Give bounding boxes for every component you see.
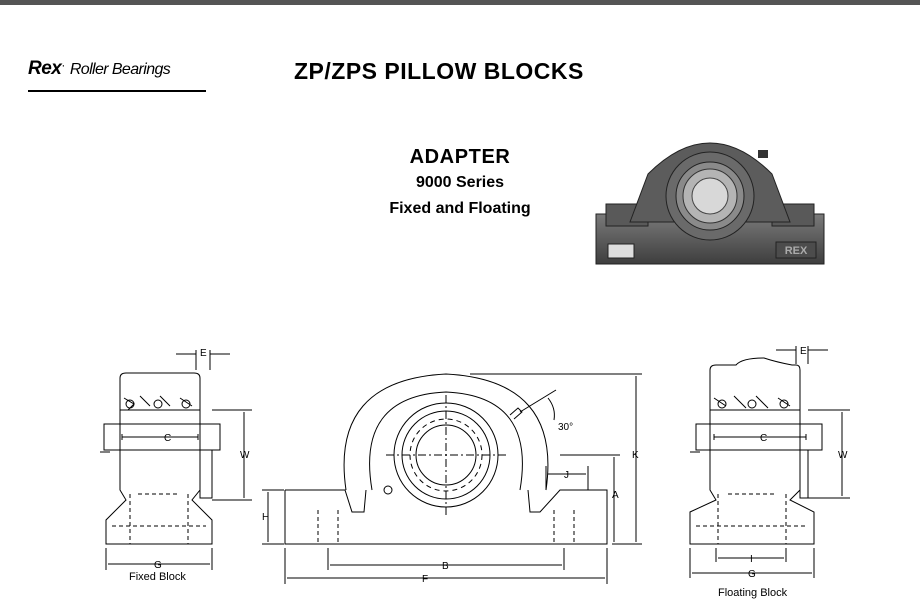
brand-dot: · bbox=[61, 58, 66, 72]
dim-label-c-floating: C bbox=[760, 433, 767, 444]
technical-drawing: E C W G Fixed Block H B F A J K 30° E C … bbox=[100, 346, 850, 599]
top-rule bbox=[0, 0, 920, 5]
dim-label-k: K bbox=[632, 450, 639, 461]
brand-rex: Rex bbox=[28, 58, 62, 79]
dim-label-b: B bbox=[442, 561, 449, 572]
photo-rex-mark: REX bbox=[785, 245, 808, 257]
dim-label-g-fixed: G bbox=[154, 560, 162, 571]
dim-label-j: J bbox=[564, 470, 569, 481]
dim-label-a: A bbox=[612, 490, 619, 501]
pillow-block-photo: REX bbox=[595, 142, 825, 265]
subtitle-series: 9000 Series bbox=[415, 174, 505, 191]
front-view bbox=[262, 373, 642, 584]
dim-label-f: F bbox=[422, 574, 428, 585]
page-title: ZP/ZPS PILLOW BLOCKS bbox=[294, 58, 584, 84]
subtitle-adapter: ADAPTER bbox=[409, 146, 511, 168]
subtitle-type: Fixed and Floating bbox=[389, 200, 531, 217]
dim-label-h: H bbox=[262, 512, 269, 523]
fixed-block-view bbox=[100, 350, 252, 570]
subtitle-block: ADAPTER 9000 Series Fixed and Floating bbox=[360, 144, 560, 222]
dim-label-e-fixed: E bbox=[200, 348, 207, 359]
dim-label-i: I bbox=[750, 554, 753, 565]
caption-floating-block: Floating Block bbox=[718, 587, 788, 599]
dim-label-w-floating: W bbox=[838, 450, 848, 461]
dim-label-angle: 30° bbox=[558, 422, 573, 433]
floating-block-view bbox=[689, 346, 850, 578]
caption-fixed-block: Fixed Block bbox=[129, 571, 186, 583]
brand-subtitle: Roller Bearings bbox=[69, 61, 171, 78]
brand-logo: Rex· Roller Bearings bbox=[28, 58, 206, 92]
dim-label-w-fixed: W bbox=[240, 450, 250, 461]
dim-label-e-floating: E bbox=[800, 346, 807, 357]
dim-label-c-fixed: C bbox=[164, 433, 171, 444]
dim-label-g-floating: G bbox=[748, 569, 756, 580]
